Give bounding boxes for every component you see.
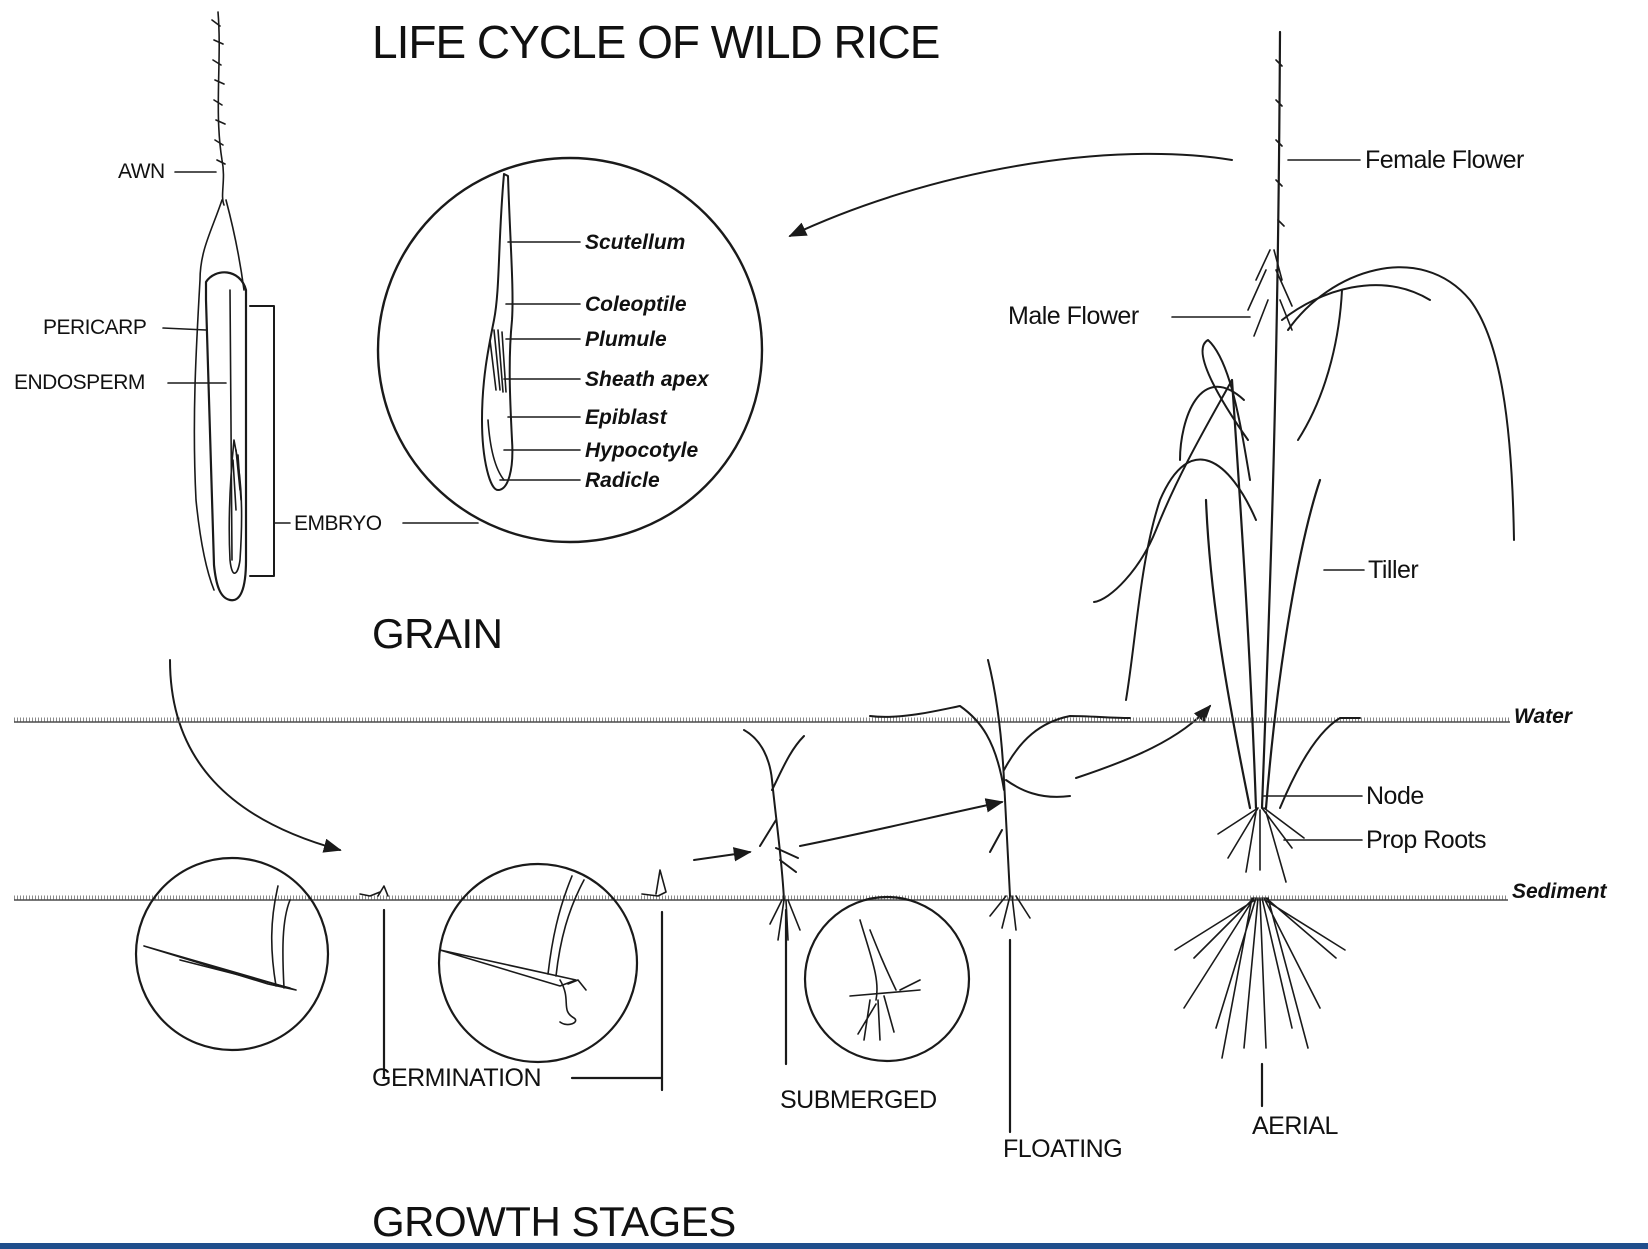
stage-floating: FLOATING [1003,1135,1122,1163]
label-sediment: Sediment [1512,880,1608,903]
plant-labels: Female Flower Male Flower Tiller Node Pr… [1008,146,1524,854]
label-hypocotyle: Hypocotyle [585,439,699,462]
water-line [14,720,1510,722]
label-plumule: Plumule [585,328,667,351]
stage-aerial: AERIAL [1252,1112,1339,1140]
label-prop-roots: Prop Roots [1366,826,1486,854]
label-radicle: Radicle [585,469,660,492]
germination-to-submerged-arrow [694,852,750,860]
section-growth-stages: GROWTH STAGES [372,1198,736,1243]
label-tiller: Tiller [1368,556,1418,584]
label-epiblast: Epiblast [585,406,668,429]
label-female-flower: Female Flower [1365,146,1524,174]
section-grain: GRAIN [372,610,503,657]
submerged-to-floating-arrow [800,802,1002,846]
bottom-border-bar [0,1243,1648,1249]
label-endosperm: ENDOSPERM [14,371,145,394]
germination-circle-2 [439,864,637,1062]
label-embryo: EMBRYO [294,512,382,535]
label-water: Water [1514,705,1574,728]
grain-illustration [194,12,274,600]
stage-germination: GERMINATION [372,1064,541,1092]
label-awn: AWN [118,160,165,183]
embryo-detail-circle: Scutellum Coleoptile Plumule Sheath apex… [378,158,762,542]
label-scutellum: Scutellum [585,231,685,254]
germination-circle-1 [136,858,328,1050]
aerial-plant [1094,32,1514,1106]
grain-to-germination-arrow [170,660,340,850]
label-pericarp: PERICARP [43,316,146,339]
label-male-flower: Male Flower [1008,302,1139,330]
stage-submerged: SUBMERGED [780,1086,937,1114]
label-sheath-apex: Sheath apex [585,368,710,391]
sediment-line [14,898,1508,900]
label-node: Node [1366,782,1424,810]
flower-to-grain-arrow [790,154,1232,236]
label-coleoptile: Coleoptile [585,293,687,316]
germination-seeds [360,870,666,1090]
diagram-title: LIFE CYCLE OF WILD RICE [372,16,939,68]
